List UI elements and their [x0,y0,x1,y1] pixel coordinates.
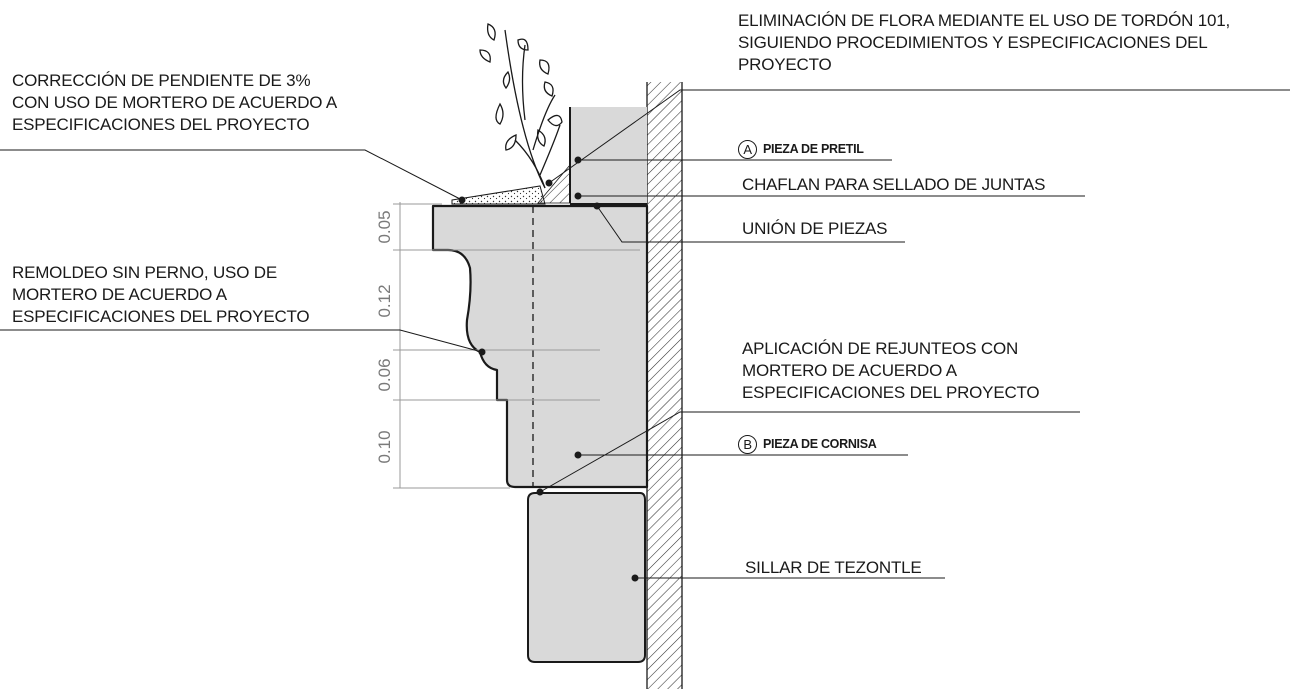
dimension-0-06: 0.06 [375,358,394,392]
label-remolding: REMOLDEO SIN PERNO, USO DE MORTERO DE AC… [12,263,310,326]
label-flora-removal: ELIMINACIÓN DE FLORA MEDIANTE EL USO DE … [738,11,1231,74]
cornice-piece [431,204,649,489]
plant-icon [479,23,563,189]
marker-a-icon: A [738,140,757,160]
wall-hatch [647,82,682,689]
mortar-slope [451,185,546,205]
leader-lines [0,89,1290,579]
label-piece-joint: UNIÓN DE PIEZAS [742,219,888,238]
dimension-0-12: 0.12 [375,284,394,318]
label-repointing: APLICACIÓN DE REJUNTEOS CON MORTERO DE A… [742,339,1040,402]
label-chamfer: CHAFLAN PARA SELLADO DE JUNTAS [742,175,1046,194]
tezontle-block [527,492,646,663]
label-slope-correction: CORRECCIÓN DE PENDIENTE DE 3% CON USO DE… [12,71,338,134]
dimension-0-05: 0.05 [375,210,394,244]
dimension-0-10: 0.10 [375,430,394,464]
marker-b-icon: B [738,435,757,455]
leader-dots [458,156,639,582]
label-tezontle-block: SILLAR DE TEZONTLE [745,558,922,577]
dimension-chain [393,202,640,489]
chamfer-seal [537,163,571,204]
